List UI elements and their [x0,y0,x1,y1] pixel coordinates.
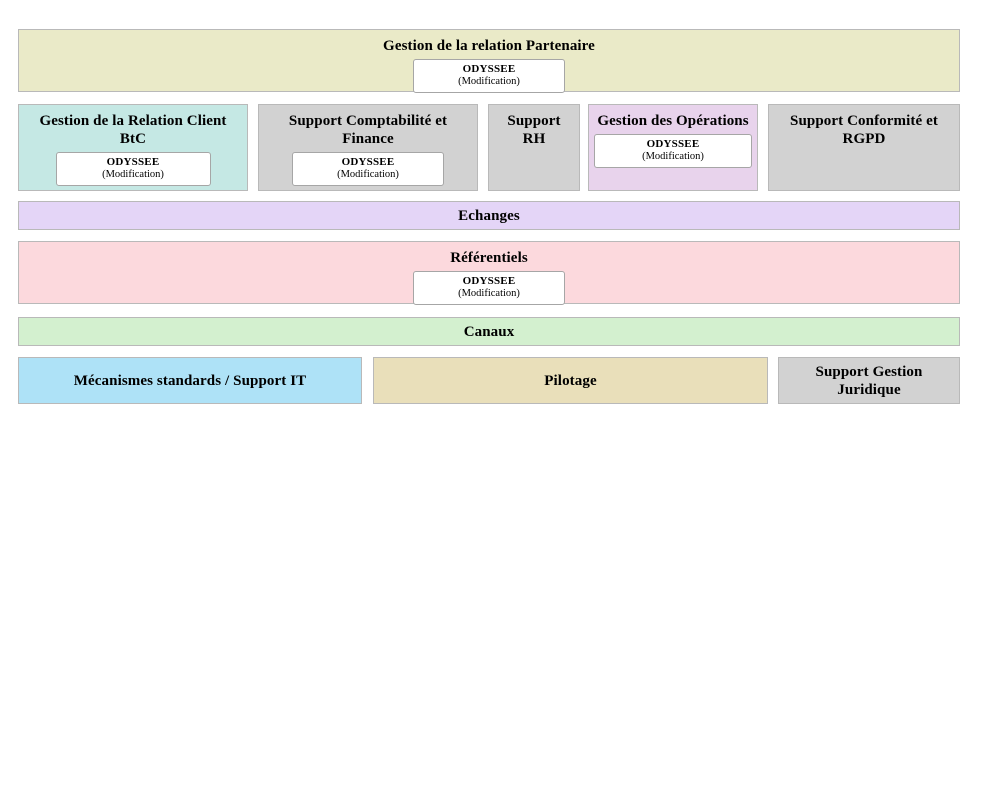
capability-block-support-conformite-rgpd[interactable]: Support Conformité et RGPD [768,104,960,191]
application-badge-odyssee[interactable]: ODYSSEE (Modification) [55,152,211,186]
block-title: Echanges [458,207,520,224]
application-name: ODYSSEE [341,156,395,168]
block-title: Mécanismes standards / Support IT [73,372,307,389]
capability-block-support-rh[interactable]: Support RH [488,104,580,191]
capability-block-gestion-relation-client-btc[interactable]: Gestion de la Relation Client BtC ODYSSE… [18,104,248,191]
block-title: Gestion de la Relation Client BtC [39,113,227,147]
block-title: Référentiels [450,250,528,266]
capability-block-echanges[interactable]: Echanges [18,201,960,230]
block-title: Gestion de la relation Partenaire [383,38,595,54]
application-state: (Modification) [458,76,520,87]
block-title: Support Conformité et RGPD [790,113,938,147]
block-title: Pilotage [544,372,597,389]
application-state: (Modification) [458,288,520,299]
application-badge-odyssee[interactable]: ODYSSEE (Modification) [413,271,565,305]
application-name: ODYSSEE [462,63,516,75]
application-state: (Modification) [337,169,399,180]
application-state: (Modification) [642,151,704,162]
capability-block-gestion-des-operations[interactable]: Gestion des Opérations ODYSSEE (Modifica… [588,104,758,191]
application-badge-odyssee[interactable]: ODYSSEE (Modification) [292,152,444,186]
block-title: Gestion des Opérations [597,113,749,129]
capability-block-canaux[interactable]: Canaux [18,317,960,346]
block-title: Canaux [463,323,515,340]
capability-block-referentiels[interactable]: Référentiels ODYSSEE (Modification) [18,241,960,305]
application-name: ODYSSEE [106,156,160,168]
block-title: Support Gestion Juridique [815,363,923,398]
capability-block-mecanismes-standards-support-it[interactable]: Mécanismes standards / Support IT [18,357,362,404]
application-badge-odyssee[interactable]: ODYSSEE (Modification) [594,134,752,168]
capability-block-support-gestion-juridique[interactable]: Support Gestion Juridique [778,357,960,404]
application-badge-odyssee[interactable]: ODYSSEE (Modification) [413,59,565,93]
capability-block-gestion-relation-partenaire[interactable]: Gestion de la relation Partenaire ODYSSE… [18,29,960,93]
capability-block-support-comptabilite-finance[interactable]: Support Comptabilité et Finance ODYSSEE … [258,104,478,191]
block-title: Support RH [507,113,561,147]
application-state: (Modification) [102,169,164,180]
block-title: Support Comptabilité et Finance [288,113,448,147]
application-name: ODYSSEE [462,275,516,287]
application-name: ODYSSEE [646,138,700,150]
capability-block-pilotage[interactable]: Pilotage [373,357,768,404]
